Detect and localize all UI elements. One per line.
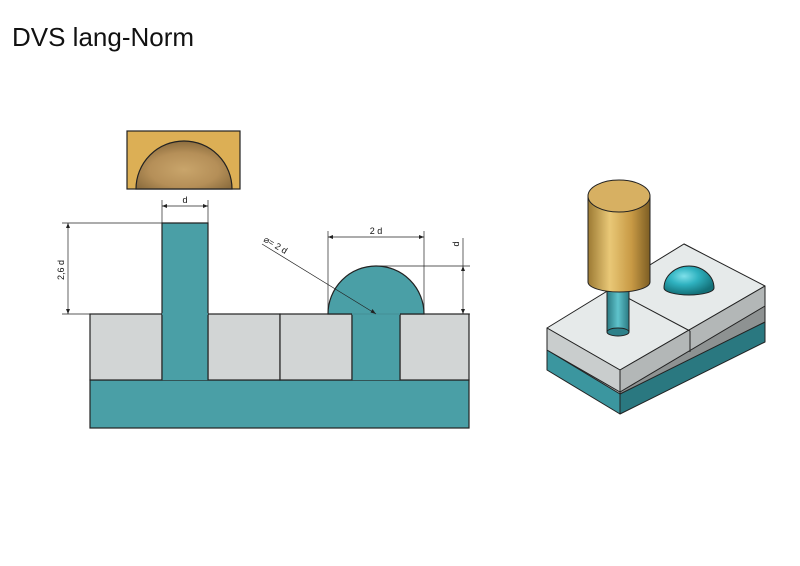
- cross-section: [89, 222, 470, 429]
- forming-die: [126, 130, 241, 190]
- rivet-head: [327, 265, 425, 315]
- isometric-view: [546, 179, 766, 415]
- rivet-stem-left: [162, 223, 208, 380]
- iso-side-face: [619, 285, 766, 393]
- page-title: DVS lang-Norm: [12, 22, 195, 52]
- dim-head-width: 2 d: [370, 226, 383, 236]
- rivet-stem-right: [352, 314, 400, 380]
- dim-head-height: d: [451, 241, 461, 246]
- plate-1: [89, 313, 163, 381]
- iso-tool-cylinder: [587, 195, 651, 293]
- plate-4: [399, 313, 470, 381]
- dimensions: [62, 200, 470, 315]
- dim-stem-height: 2,6 d: [56, 260, 66, 280]
- iso-rivet-dome: [663, 265, 715, 296]
- rivet-base: [89, 379, 470, 429]
- plate-2: [207, 313, 281, 381]
- dim-stem-width: d: [182, 195, 187, 205]
- iso-tool-top: [587, 179, 651, 213]
- plate-3: [279, 313, 353, 381]
- die-cavity: [135, 140, 233, 190]
